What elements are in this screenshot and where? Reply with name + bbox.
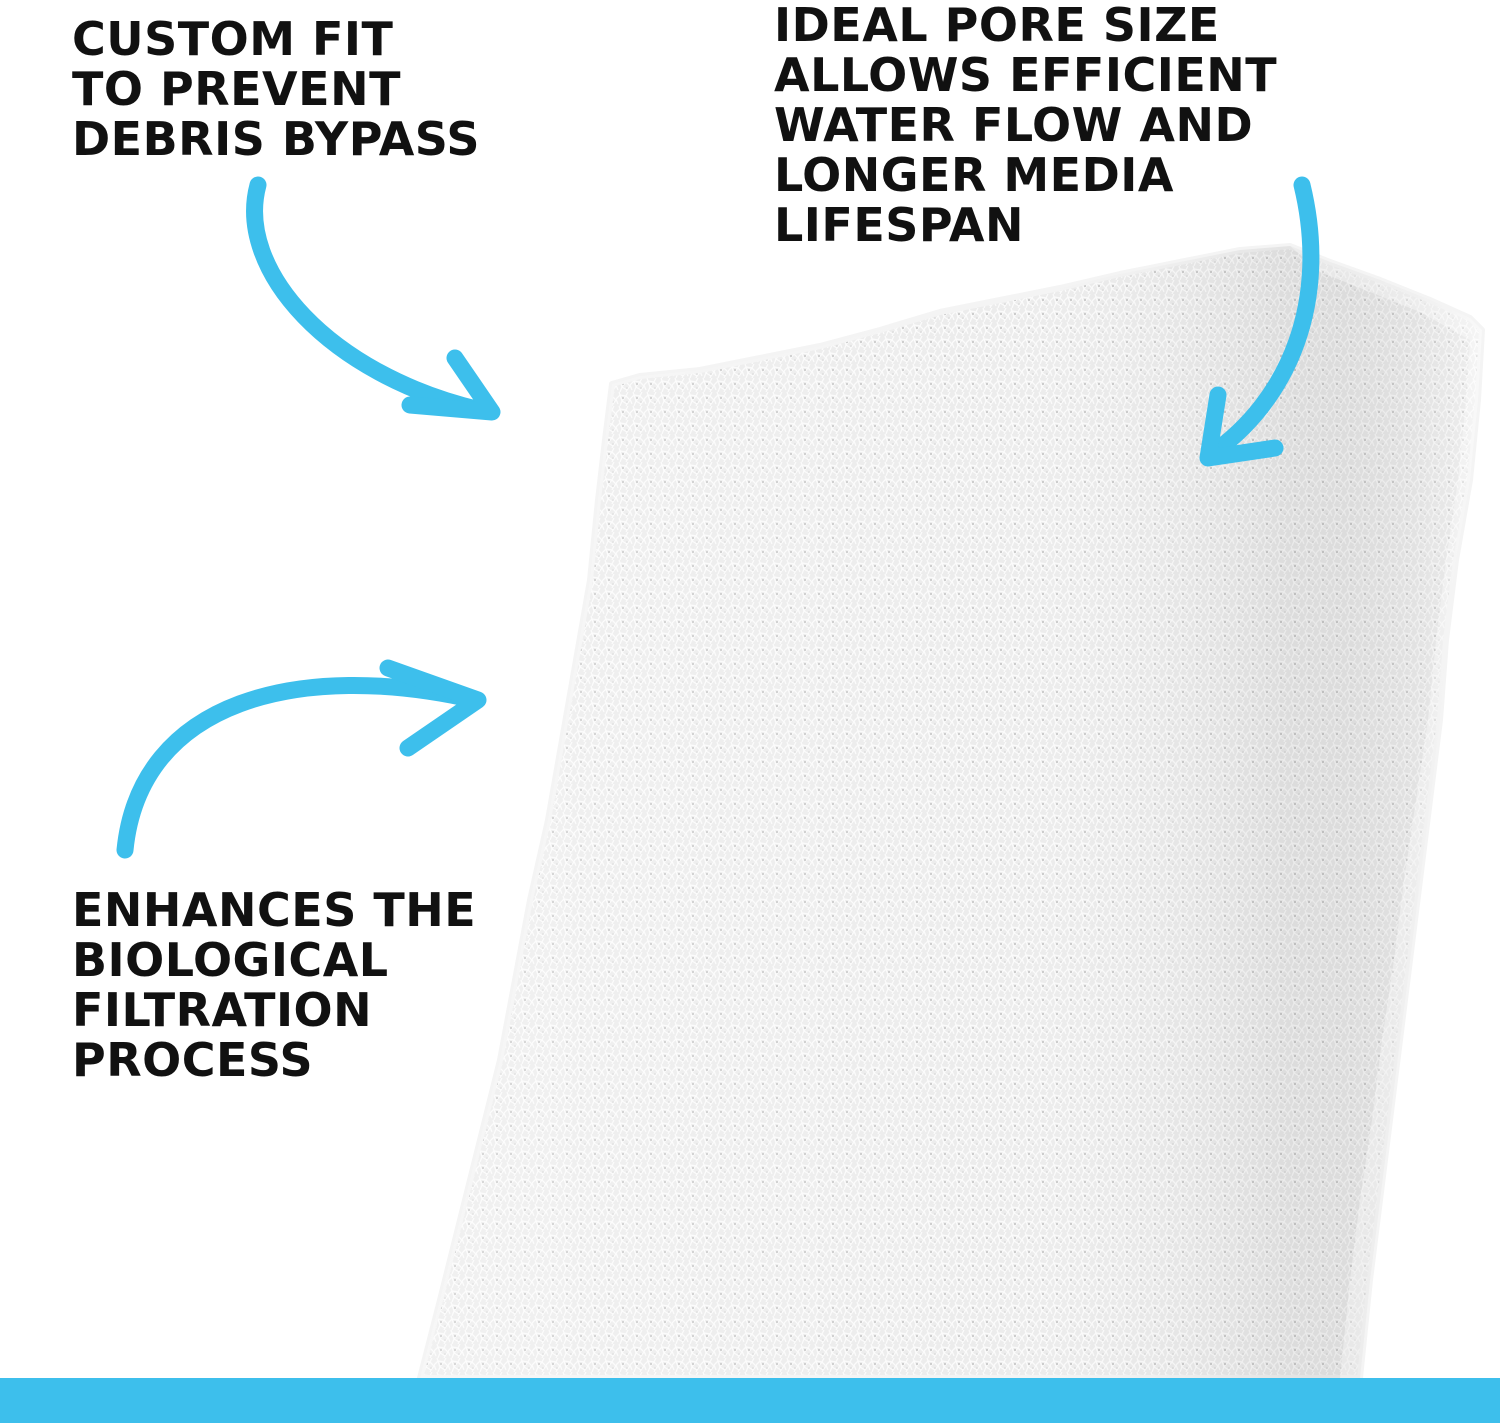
curved-arrow-icon [1199, 176, 1320, 467]
curved-arrow-icon [246, 176, 501, 421]
callout-line: IDEAL PORE SIZE [774, 0, 1220, 52]
callout-line: PROCESS [72, 1033, 314, 1087]
bottom-accent-bar [0, 1378, 1500, 1423]
callout-line: ENHANCES THE [72, 883, 477, 937]
callout-line: TO PREVENT [72, 62, 401, 116]
callout-line: WATER FLOW AND [774, 98, 1254, 152]
callout-line: FILTRATION [72, 983, 373, 1037]
callout-biological: ENHANCES THE BIOLOGICAL FILTRATION PROCE… [72, 885, 476, 1085]
callout-custom-fit: CUSTOM FIT TO PREVENT DEBRIS BYPASS [72, 14, 480, 164]
callout-line: LONGER MEDIA [774, 148, 1174, 202]
callout-line: CUSTOM FIT [72, 12, 394, 66]
curved-arrow-icon [116, 659, 487, 859]
foam-filter-pad-image [417, 243, 1485, 1381]
foam-pad-shading [420, 246, 1482, 1378]
callout-line: BIOLOGICAL [72, 933, 389, 987]
callout-line: LIFESPAN [774, 198, 1024, 252]
callout-line: DEBRIS BYPASS [72, 112, 480, 166]
foam-pad-side-edge [1290, 246, 1482, 1378]
callout-line: ALLOWS EFFICIENT [774, 48, 1278, 102]
callout-pore-size: IDEAL PORE SIZE ALLOWS EFFICIENT WATER F… [774, 0, 1277, 250]
